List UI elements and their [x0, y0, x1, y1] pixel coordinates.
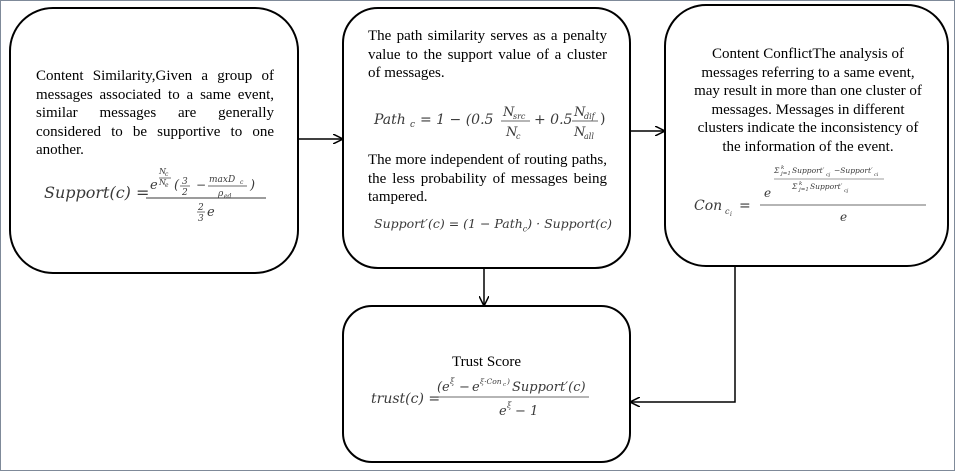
svg-text:trust(c) =: trust(c) = [371, 391, 440, 407]
svg-text:ci: ci [874, 172, 879, 178]
svg-text:=: = [739, 198, 751, 214]
trust-score-box: Trust Score trust(c) = ( e ξ − e ξ·Con c… [342, 305, 631, 463]
svg-text:(: ( [437, 380, 443, 395]
path-lhs: Path [373, 112, 406, 128]
svg-text:2: 2 [181, 188, 188, 198]
svg-text:maxD: maxD [209, 175, 235, 185]
svg-text:(: ( [174, 178, 180, 193]
svg-text:+ 0.5: + 0.5 [534, 112, 573, 128]
trust-score-title: Trust Score [451, 354, 522, 370]
svg-text:N: N [505, 125, 518, 140]
svg-text:ξ: ξ [450, 377, 455, 386]
svg-text:e: e [764, 186, 771, 200]
svg-text:2: 2 [197, 203, 204, 213]
svg-text:): ) [506, 377, 510, 386]
svg-text:Σ: Σ [773, 166, 780, 175]
arrow-conflict-to-trust [631, 267, 736, 402]
content-similarity-box: Content Similarity,Given a group of mess… [9, 7, 299, 274]
svg-text:= 1 − (0.5: = 1 − (0.5 [420, 112, 494, 128]
svg-text:c: c [725, 207, 730, 216]
svg-text:dif: dif [584, 112, 597, 121]
svg-text:ξ·Con: ξ·Con [480, 377, 502, 386]
svg-text:k: k [799, 181, 803, 187]
svg-text:e: e [165, 182, 169, 189]
svg-text:e: e [472, 380, 480, 395]
svg-text:ρ: ρ [217, 189, 224, 199]
svg-text:j=1: j=1 [780, 171, 791, 177]
svg-text:−: − [459, 380, 470, 395]
conflict-formula-svg: Con c i = e Σ k j=1 Support′ cj −Support… [694, 165, 926, 224]
svg-text:): ) [249, 178, 255, 193]
svg-text:e: e [840, 210, 847, 224]
svg-text:c: c [410, 120, 415, 130]
svg-text:N: N [158, 178, 167, 187]
content-conflict-box: Content ConflictThe analysis of messages… [664, 4, 949, 267]
svg-text:src: src [513, 112, 526, 121]
svg-text:cj: cj [844, 188, 849, 194]
svg-text:Support′(c): Support′(c) [512, 380, 586, 395]
svg-text:e: e [150, 178, 158, 193]
svg-text:Support′: Support′ [810, 182, 843, 191]
trust-formula-svg: trust(c) = ( e ξ − e ξ·Con c ) Support′(… [371, 377, 589, 419]
path-formula: Path c = 1 − (0.5 N src N c + 0.5 N dif … [372, 99, 605, 141]
svg-text:3: 3 [198, 214, 204, 224]
svg-text:−Support′: −Support′ [834, 166, 873, 175]
svg-text:ed: ed [224, 193, 232, 200]
trust-formula: trust(c) = ( e ξ − e ξ·Con c ) Support′(… [371, 373, 601, 423]
svg-text:i: i [730, 211, 732, 218]
svg-text:c: c [503, 382, 506, 388]
svg-text:3: 3 [182, 177, 188, 187]
svg-text:Σ: Σ [791, 182, 798, 191]
svg-text:e: e [207, 205, 215, 220]
path-formula-svg: Path c = 1 − (0.5 N src N c + 0.5 N dif … [373, 105, 598, 141]
svg-text:− 1: − 1 [515, 404, 538, 419]
svg-text:all: all [584, 132, 594, 141]
svg-text:c: c [240, 179, 244, 186]
svg-text:j=1: j=1 [798, 187, 809, 193]
support-lhs: Support(c) = [44, 183, 150, 202]
svg-text:N: N [573, 105, 586, 120]
conflict-formula: Con c i = e Σ k j=1 Support′ cj −Support… [694, 158, 934, 228]
svg-text:e: e [442, 380, 450, 395]
svg-text:c: c [516, 132, 521, 141]
svg-text:k: k [781, 165, 785, 171]
content-similarity-text: Content Similarity,Given a group of mess… [36, 68, 274, 158]
path-similarity-text-2: The more independent of routing paths, t… [368, 152, 607, 205]
svg-text:Support′: Support′ [792, 166, 825, 175]
content-conflict-text: Content ConflictThe analysis of messages… [694, 46, 922, 155]
svg-text:−: − [196, 178, 206, 192]
support-fraction: e N c N e ( 3 2 − maxD c ρ ed ) 2 3 e [146, 167, 266, 224]
support-prime-formula: Support′(c) = (1 − Pathc) · Support(c) [374, 216, 612, 234]
svg-text:c: c [165, 171, 169, 178]
svg-text:ξ: ξ [507, 401, 512, 410]
svg-text:N: N [502, 105, 515, 120]
path-similarity-box: The path similarity serves as a penalty … [342, 7, 631, 269]
svg-text:Con: Con [694, 198, 722, 214]
path-similarity-text-1: The path similarity serves as a penalty … [368, 28, 607, 81]
svg-text:N: N [158, 167, 167, 176]
svg-text:N: N [573, 125, 586, 140]
svg-text:e: e [499, 404, 507, 419]
svg-text:cj: cj [826, 172, 831, 178]
